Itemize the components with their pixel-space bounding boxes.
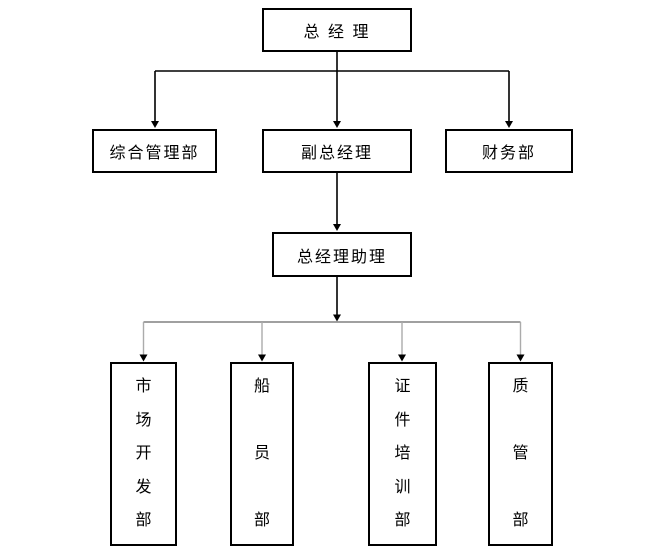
node-admin-dept: 综合管理部 bbox=[92, 129, 217, 173]
node-finance-dept: 财务部 bbox=[445, 129, 573, 173]
arrowhead-deputy bbox=[333, 121, 341, 128]
arrowhead-rail bbox=[333, 314, 341, 322]
node-market-dev-dept: 市场开发部 bbox=[110, 362, 177, 546]
edge-deputy-to-assistant bbox=[333, 173, 341, 231]
node-crew-dept: 船员部 bbox=[230, 362, 294, 546]
edge-assistant-to-rail bbox=[143, 277, 521, 323]
node-certificate-training-dept: 证件培训部 bbox=[368, 362, 437, 546]
arrowhead-market bbox=[139, 354, 148, 362]
arrowhead-admin bbox=[151, 121, 159, 128]
edge-gm-to-row2 bbox=[151, 52, 513, 128]
arrowhead-cert bbox=[398, 354, 406, 362]
edge-rail-to-departments bbox=[139, 322, 525, 362]
node-quality-dept: 质管部 bbox=[488, 362, 553, 546]
arrowhead-assistant bbox=[333, 224, 341, 231]
node-general-manager: 总 经 理 bbox=[262, 8, 412, 52]
node-gm-assistant: 总经理助理 bbox=[272, 232, 412, 277]
arrowhead-quality bbox=[516, 354, 525, 362]
node-deputy-general-manager: 副总经理 bbox=[262, 129, 412, 173]
arrowhead-finance bbox=[505, 121, 513, 128]
arrowhead-crew bbox=[258, 354, 266, 362]
